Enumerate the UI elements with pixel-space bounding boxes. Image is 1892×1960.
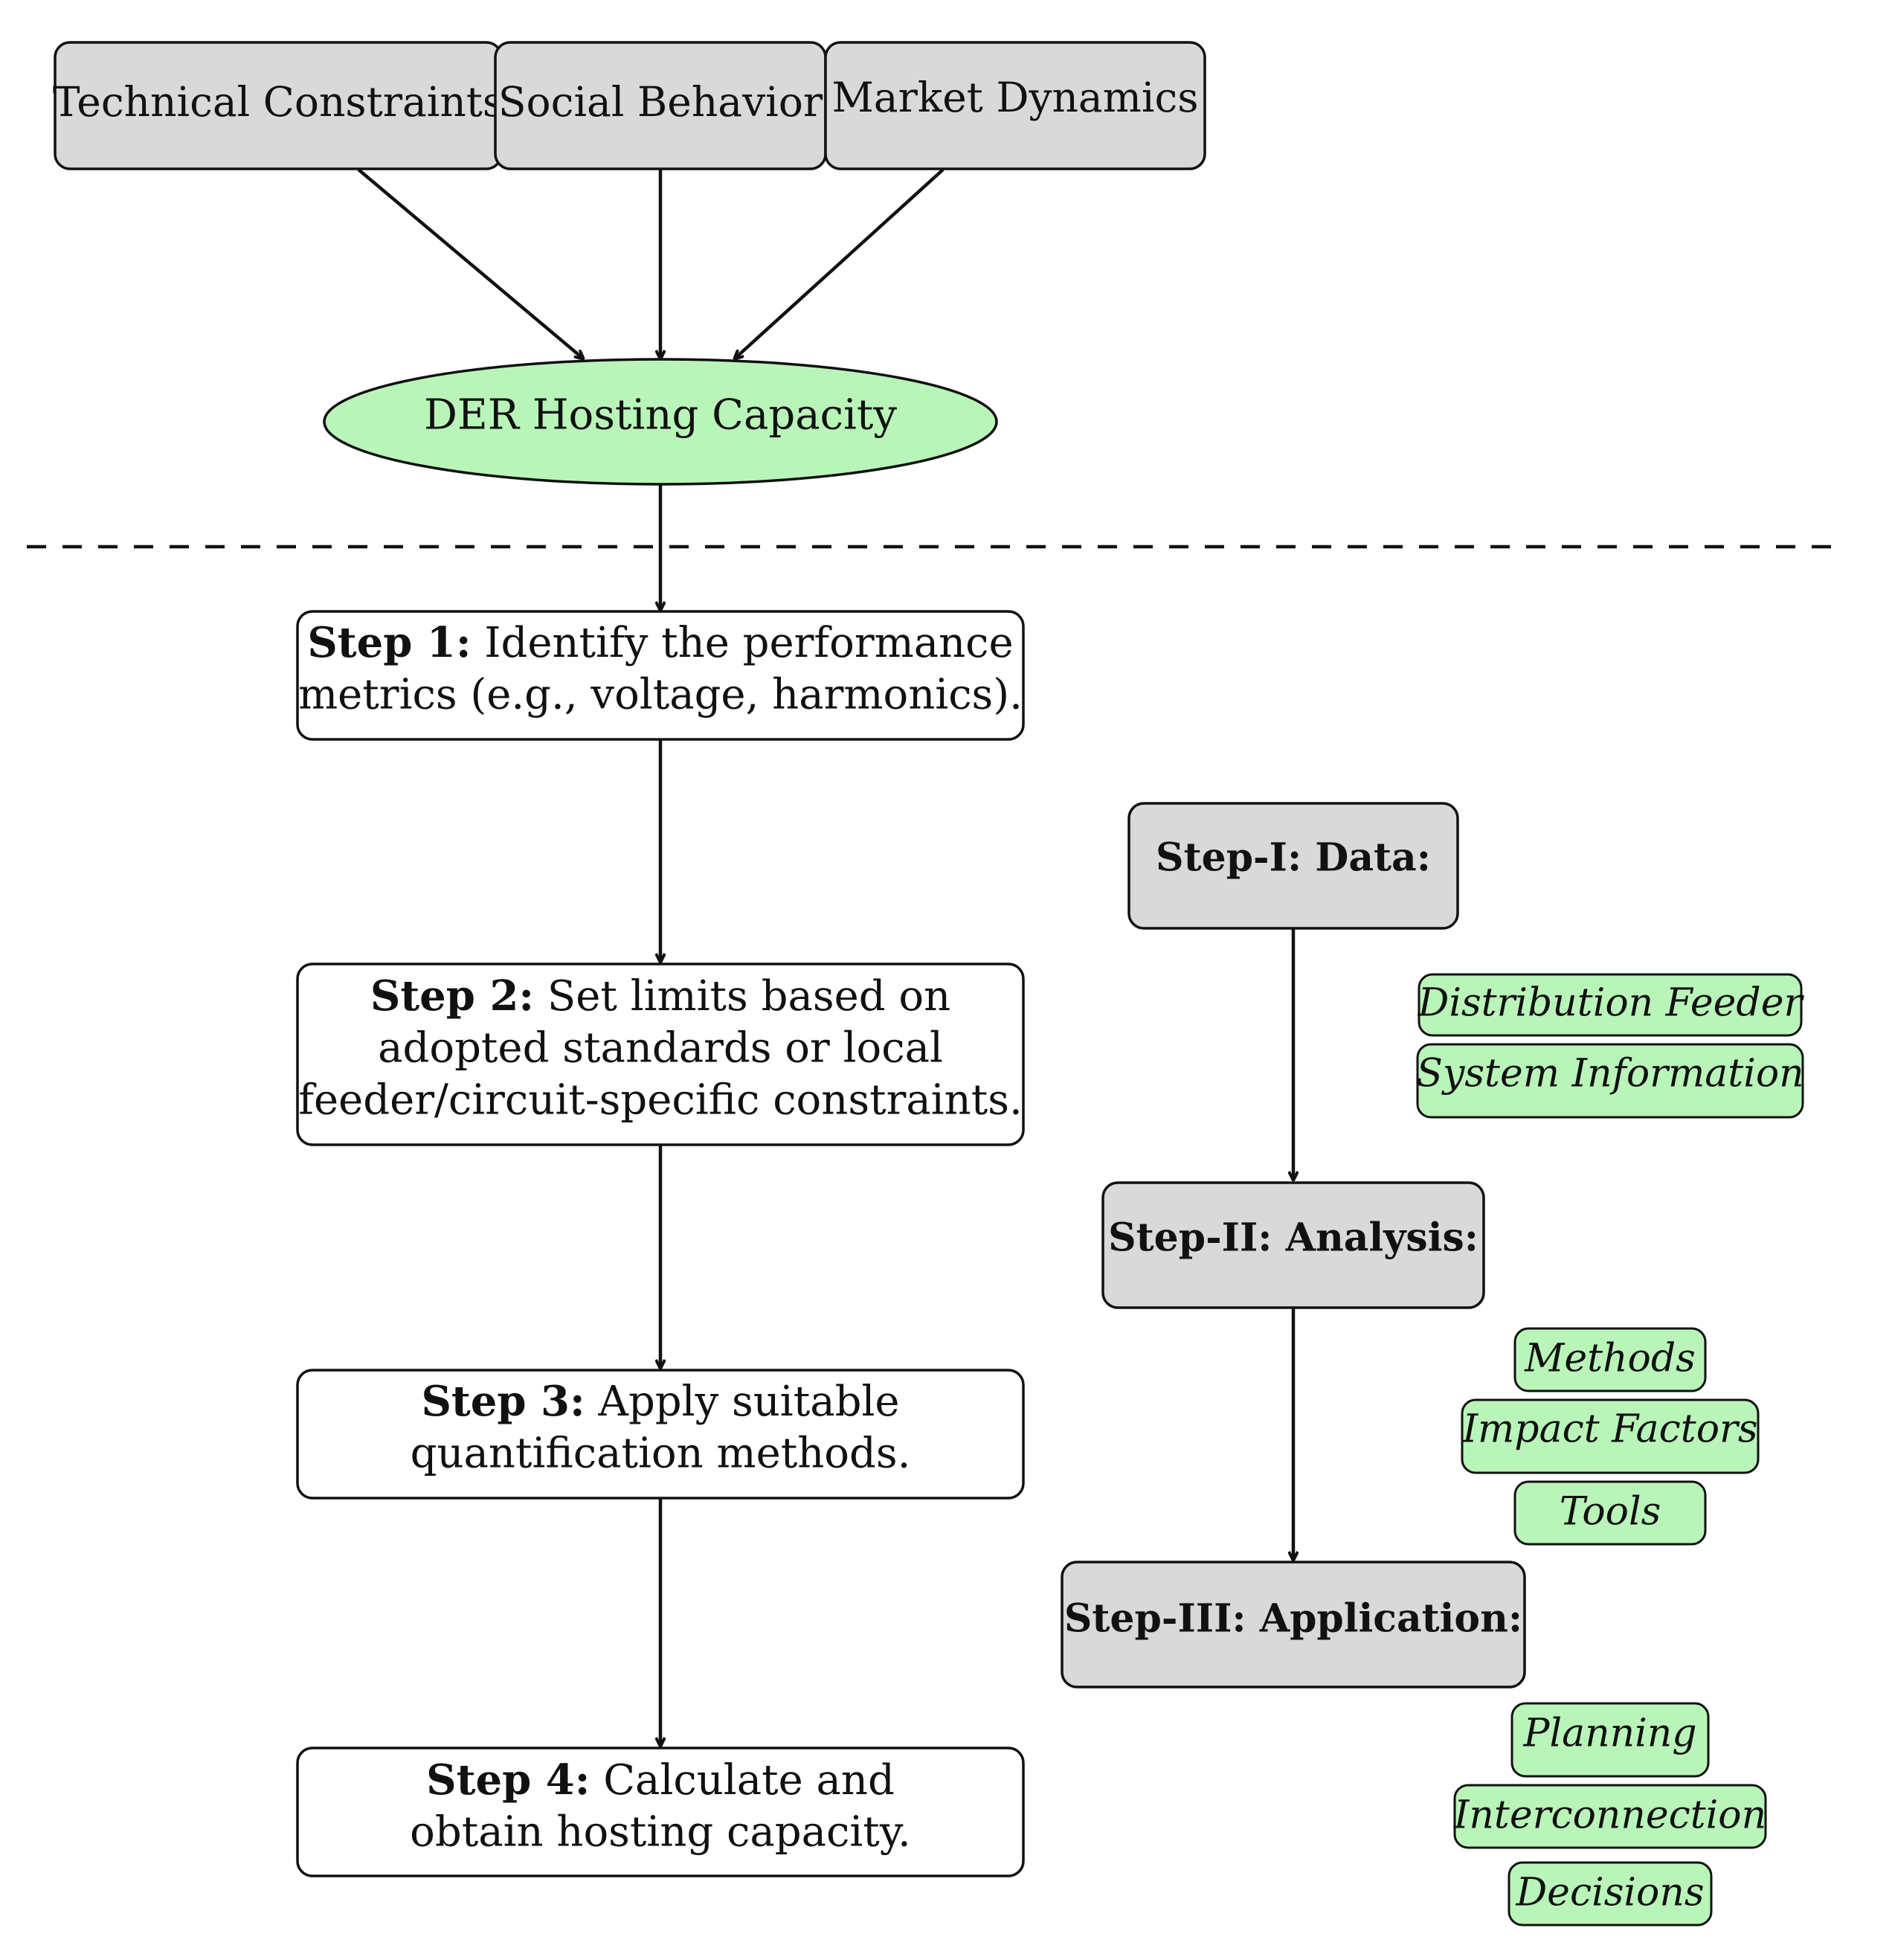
step-box xyxy=(296,1369,1025,1500)
phase-label: Step-III: Application: xyxy=(1064,1596,1522,1642)
tag-box xyxy=(1461,1398,1760,1474)
tag-tools: Tools xyxy=(1513,1480,1707,1546)
tag-label: Planning xyxy=(1522,1712,1696,1756)
tag-label: Tools xyxy=(1560,1490,1661,1535)
phase-analysis-box: Step-II: Analysis: xyxy=(1101,1181,1485,1309)
tag-distribution-feeder: Distribution Feeder xyxy=(1418,973,1805,1037)
tag-methods: Methods xyxy=(1513,1327,1707,1392)
step-3-line-1: Step 3: Apply suitable xyxy=(421,1377,899,1426)
tag-label: Interconnection xyxy=(1453,1793,1766,1838)
step-3-text-1: Apply suitable xyxy=(598,1378,900,1426)
tag-planning: Planning xyxy=(1510,1702,1710,1778)
center-label: DER Hosting Capacity xyxy=(424,391,897,440)
tag-box xyxy=(1513,1327,1707,1392)
step-box xyxy=(296,963,1025,1146)
factor-label: Social Behavior xyxy=(498,78,823,126)
step-2-line-1: Step 2: Set limits based on xyxy=(370,971,950,1021)
factor-label: Market Dynamics xyxy=(831,74,1198,121)
step-4-line-2: obtain hosting capacity. xyxy=(410,1808,911,1857)
factor-label: Technical Constraints xyxy=(53,78,503,126)
tag-label: Distribution Feeder xyxy=(1418,981,1805,1026)
factor-box xyxy=(824,41,1206,170)
tag-box xyxy=(1510,1702,1710,1778)
tag-label: Impact Factors xyxy=(1461,1407,1757,1452)
tag-impact-factors: Impact Factors xyxy=(1461,1398,1760,1474)
step-box xyxy=(296,610,1025,741)
tag-box xyxy=(1416,1043,1804,1119)
phase-box xyxy=(1061,1561,1526,1689)
step-2-bold: Step 2: xyxy=(370,971,534,1021)
step-1-line-2: metrics (e.g., voltage, harmonics). xyxy=(298,671,1023,719)
phase-application-box: Step-III: Application: xyxy=(1061,1561,1526,1689)
factor-market-dynamics: Market Dynamics xyxy=(824,41,1206,170)
step-1-box: Step 1: Identify the performance metrics… xyxy=(296,610,1025,741)
arrow-market-to-center xyxy=(735,168,945,359)
step-2-line-3: feeder/circuit-specific constraints. xyxy=(298,1076,1023,1125)
step-3-bold: Step 3: xyxy=(421,1377,585,1426)
factor-technical-constraints: Technical Constraints xyxy=(53,41,503,170)
step-2-box: Step 2: Set limits based on adopted stan… xyxy=(296,963,1025,1146)
tag-box xyxy=(1508,1861,1713,1927)
tag-box xyxy=(1513,1480,1707,1546)
phase-label: Step-II: Analysis: xyxy=(1108,1215,1478,1261)
tag-label: Decisions xyxy=(1515,1871,1704,1915)
step-4-bold: Step 4: xyxy=(426,1755,590,1805)
tag-system-information: System Information xyxy=(1416,1043,1804,1119)
step-2-text-1: Set limits based on xyxy=(547,972,950,1021)
tag-label: System Information xyxy=(1416,1052,1803,1096)
step-3-line-2: quantification methods. xyxy=(411,1430,911,1478)
step-3-box: Step 3: Apply suitable quantification me… xyxy=(296,1369,1025,1500)
step-1-text-1: Identify the performance xyxy=(484,619,1013,667)
step-4-box: Step 4: Calculate and obtain hosting cap… xyxy=(296,1747,1025,1877)
center-ellipse xyxy=(323,358,998,486)
step-4-text-1: Calculate and xyxy=(603,1756,895,1805)
step-box xyxy=(296,1747,1025,1877)
tag-interconnection: Interconnection xyxy=(1453,1784,1767,1849)
step-4-line-1: Step 4: Calculate and xyxy=(426,1755,895,1805)
phase-box xyxy=(1101,1181,1485,1309)
arrow-technical-to-center xyxy=(357,168,583,359)
tag-box xyxy=(1418,973,1803,1037)
phase-box xyxy=(1127,802,1459,930)
phase-label: Step-I: Data: xyxy=(1156,835,1431,881)
der-hosting-capacity-node: DER Hosting Capacity xyxy=(323,358,998,486)
step-2-line-2: adopted standards or local xyxy=(378,1024,943,1073)
tag-box xyxy=(1453,1784,1767,1849)
tag-decisions: Decisions xyxy=(1508,1861,1713,1927)
tag-label: Methods xyxy=(1524,1337,1696,1381)
step-1-bold: Step 1: xyxy=(307,618,471,667)
step-1-line-1: Step 1: Identify the performance xyxy=(307,618,1013,667)
phase-data-box: Step-I: Data: xyxy=(1127,802,1459,930)
factor-social-behavior: Social Behavior xyxy=(494,41,827,170)
